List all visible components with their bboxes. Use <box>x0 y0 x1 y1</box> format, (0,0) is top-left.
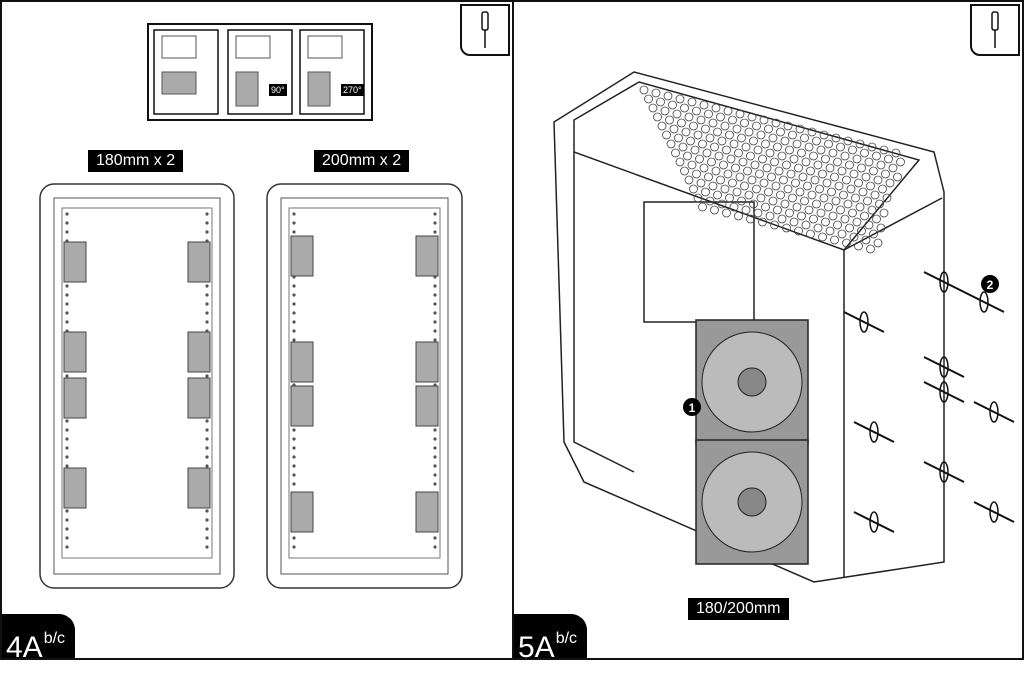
bracket-icon <box>235 35 271 59</box>
rotation-badge-270: 270° <box>341 84 364 96</box>
bracket-icon <box>161 71 197 95</box>
bracket-icon <box>307 71 331 107</box>
callout-1 <box>683 398 701 416</box>
screw-arrow <box>853 511 895 533</box>
chassis-inner <box>280 197 449 575</box>
svg-text:1: 1 <box>689 401 696 415</box>
rotation-option <box>153 29 219 115</box>
rotation-option <box>227 29 293 115</box>
screw-arrow <box>923 356 965 378</box>
rail <box>61 207 213 559</box>
screw-arrow <box>923 381 965 403</box>
fan-bracket <box>187 377 211 419</box>
screw-arrow <box>923 461 965 483</box>
fan-bracket <box>415 491 439 533</box>
fan-bracket <box>290 385 314 427</box>
rotate-arrow-icon <box>869 421 879 443</box>
chassis-inner <box>53 197 221 575</box>
chassis-frame-180 <box>39 183 235 589</box>
fan-bracket <box>290 491 314 533</box>
step-label: 4Ab/c <box>2 614 76 664</box>
fan-bracket <box>415 341 439 383</box>
fan-bracket <box>290 341 314 383</box>
screw-arrow <box>963 291 1005 313</box>
rotate-arrow-icon <box>859 311 869 333</box>
screw-arrow <box>843 311 885 333</box>
fan-install-diagram: 1 2 <box>553 71 1015 583</box>
chassis-frame-200 <box>266 183 463 589</box>
fan-bracket <box>415 235 439 277</box>
callout-2 <box>981 275 999 293</box>
fan-size-label: 180/200mm <box>688 598 789 620</box>
fan-bracket <box>187 241 211 283</box>
fan-hub <box>737 367 767 397</box>
bracket-icon <box>161 35 197 59</box>
fan-hub <box>737 487 767 517</box>
rotation-badge-90: 90° <box>269 84 287 96</box>
fan-bracket <box>290 235 314 277</box>
fan-bracket <box>187 331 211 373</box>
fan-bracket <box>63 467 87 509</box>
screw-arrow <box>973 401 1015 423</box>
step-5a-panel: 1 2 180/200mm 5Ab/c <box>512 0 1024 664</box>
rotate-arrow-icon <box>989 501 999 523</box>
rail <box>288 207 441 559</box>
screwdriver-icon <box>460 4 510 56</box>
rotation-option <box>299 29 365 115</box>
rotate-arrow-icon <box>869 511 879 533</box>
screw-arrow <box>923 271 965 293</box>
size-label-200: 200mm x 2 <box>314 150 410 172</box>
rotate-arrow-icon <box>939 356 949 378</box>
screw-arrow <box>853 421 895 443</box>
fan-bracket <box>63 241 87 283</box>
bracket-icon <box>307 35 343 59</box>
bracket-layout-diagram <box>39 23 463 589</box>
size-label-180: 180mm x 2 <box>88 150 184 172</box>
step-4a-panel: 90° 270° 180mm x 2 200mm x 2 4Ab/c <box>0 0 514 664</box>
screw-arrow <box>973 501 1015 523</box>
rotate-arrow-icon <box>939 461 949 483</box>
screwdriver-icon <box>970 4 1020 56</box>
fan-bracket <box>63 377 87 419</box>
step-label: 5Ab/c <box>514 614 588 664</box>
fan-bracket <box>63 331 87 373</box>
fan-bracket <box>187 467 211 509</box>
rotate-arrow-icon <box>939 271 949 293</box>
svg-text:2: 2 <box>987 278 994 292</box>
fan-bracket <box>415 385 439 427</box>
rotate-arrow-icon <box>989 401 999 423</box>
rotate-arrow-icon <box>979 291 989 313</box>
rotate-arrow-icon <box>939 381 949 403</box>
bracket-icon <box>235 71 259 107</box>
